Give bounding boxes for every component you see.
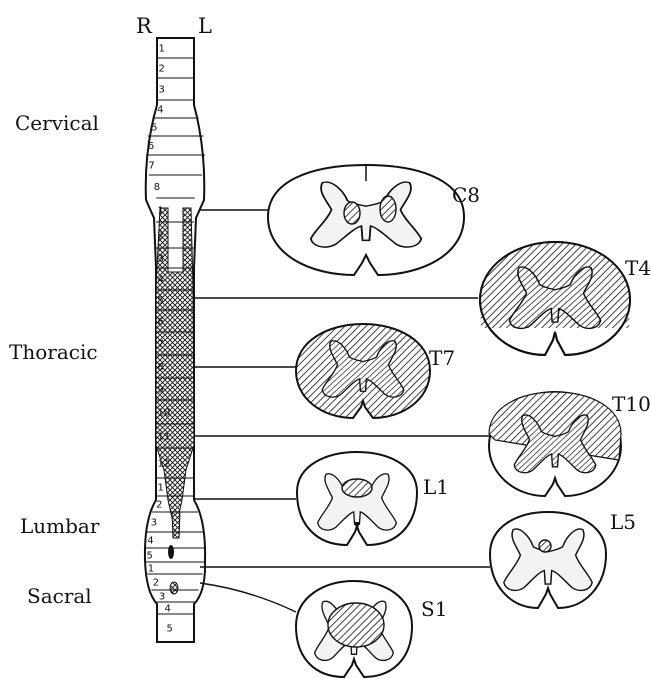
- segment-number-sacral-2: 2: [153, 578, 159, 589]
- segment-number-cervical-8: 8: [154, 182, 160, 193]
- region-label-cervical: Cervical: [15, 111, 99, 135]
- segment-number-thoracic-6: 6: [158, 317, 164, 328]
- leader-line-s1: [200, 583, 296, 612]
- cross-section-l5: L5: [490, 510, 636, 608]
- segment-number-sacral-4: 4: [165, 604, 171, 615]
- segment-number-thoracic-1: 1: [158, 206, 164, 217]
- cord-lesion-sacral-focus: [170, 582, 178, 594]
- cross-section-label-s1: S1: [421, 597, 447, 621]
- segment-number-lumbar-5: 5: [147, 551, 153, 562]
- segment-number-thoracic-8: 8: [158, 362, 164, 373]
- segment-number-thoracic-12: 12: [158, 459, 171, 470]
- cord-lesion-lumbar-focus: [168, 545, 174, 559]
- lesion-central-region: [328, 603, 384, 647]
- segment-number-cervical-5: 5: [151, 123, 157, 134]
- right-side-label: R: [136, 14, 153, 38]
- lesion-central-focus: [539, 540, 551, 552]
- cross-section-label-t10: T10: [612, 392, 651, 416]
- cross-section-label-t7: T7: [429, 346, 455, 370]
- cross-section-t4: T4: [480, 242, 651, 355]
- segment-number-cervical-4: 4: [157, 105, 163, 116]
- cross-section-label-l1: L1: [423, 475, 449, 499]
- segment-number-lumbar-3: 3: [151, 518, 157, 529]
- cross-section-t7: T7: [296, 324, 455, 418]
- cross-section-label-c8: C8: [452, 183, 480, 207]
- segment-number-sacral-1: 1: [148, 564, 154, 575]
- segment-number-cervical-7: 7: [148, 161, 154, 172]
- segment-number-thoracic-9: 9: [158, 385, 164, 396]
- segment-number-lumbar-1: 1: [158, 483, 164, 494]
- cord-lesion-lumbar: [172, 512, 180, 538]
- cross-section-l1: L1: [297, 452, 449, 545]
- lesion-central-gray: [342, 479, 372, 497]
- segment-number-thoracic-3: 3: [158, 254, 164, 265]
- lesion-dorsal-column-right: [344, 202, 360, 224]
- segment-number-thoracic-5: 5: [158, 296, 164, 307]
- region-label-lumbar: Lumbar: [20, 514, 100, 538]
- segment-number-thoracic-2: 2: [158, 231, 164, 242]
- segment-number-cervical-6: 6: [148, 141, 154, 152]
- segment-number-cervical-2: 2: [159, 64, 165, 75]
- left-side-label: L: [198, 14, 212, 38]
- cross-section-label-l5: L5: [610, 510, 636, 534]
- segment-number-thoracic-7: 7: [158, 339, 164, 350]
- segment-number-lumbar-4: 4: [147, 536, 153, 547]
- segment-number-thoracic-4: 4: [158, 275, 164, 286]
- segment-number-thoracic-11: 11: [158, 432, 171, 443]
- segment-number-cervical-1: 1: [159, 44, 165, 55]
- segment-number-cervical-3: 3: [159, 85, 165, 96]
- cross-section-s1: S1: [296, 581, 447, 677]
- segment-number-sacral-3: 3: [159, 592, 165, 603]
- cross-section-c8: C8: [268, 165, 480, 275]
- cross-section-label-t4: T4: [625, 256, 651, 280]
- segment-number-lumbar-2: 2: [156, 500, 162, 511]
- cross-section-t10: T10: [489, 392, 651, 496]
- region-label-sacral: Sacral: [27, 584, 92, 608]
- segment-number-sacral-5: 5: [167, 624, 173, 635]
- segment-number-thoracic-10: 10: [158, 408, 171, 419]
- lesion-dorsal-column-left: [380, 196, 396, 222]
- region-label-thoracic: Thoracic: [9, 340, 98, 364]
